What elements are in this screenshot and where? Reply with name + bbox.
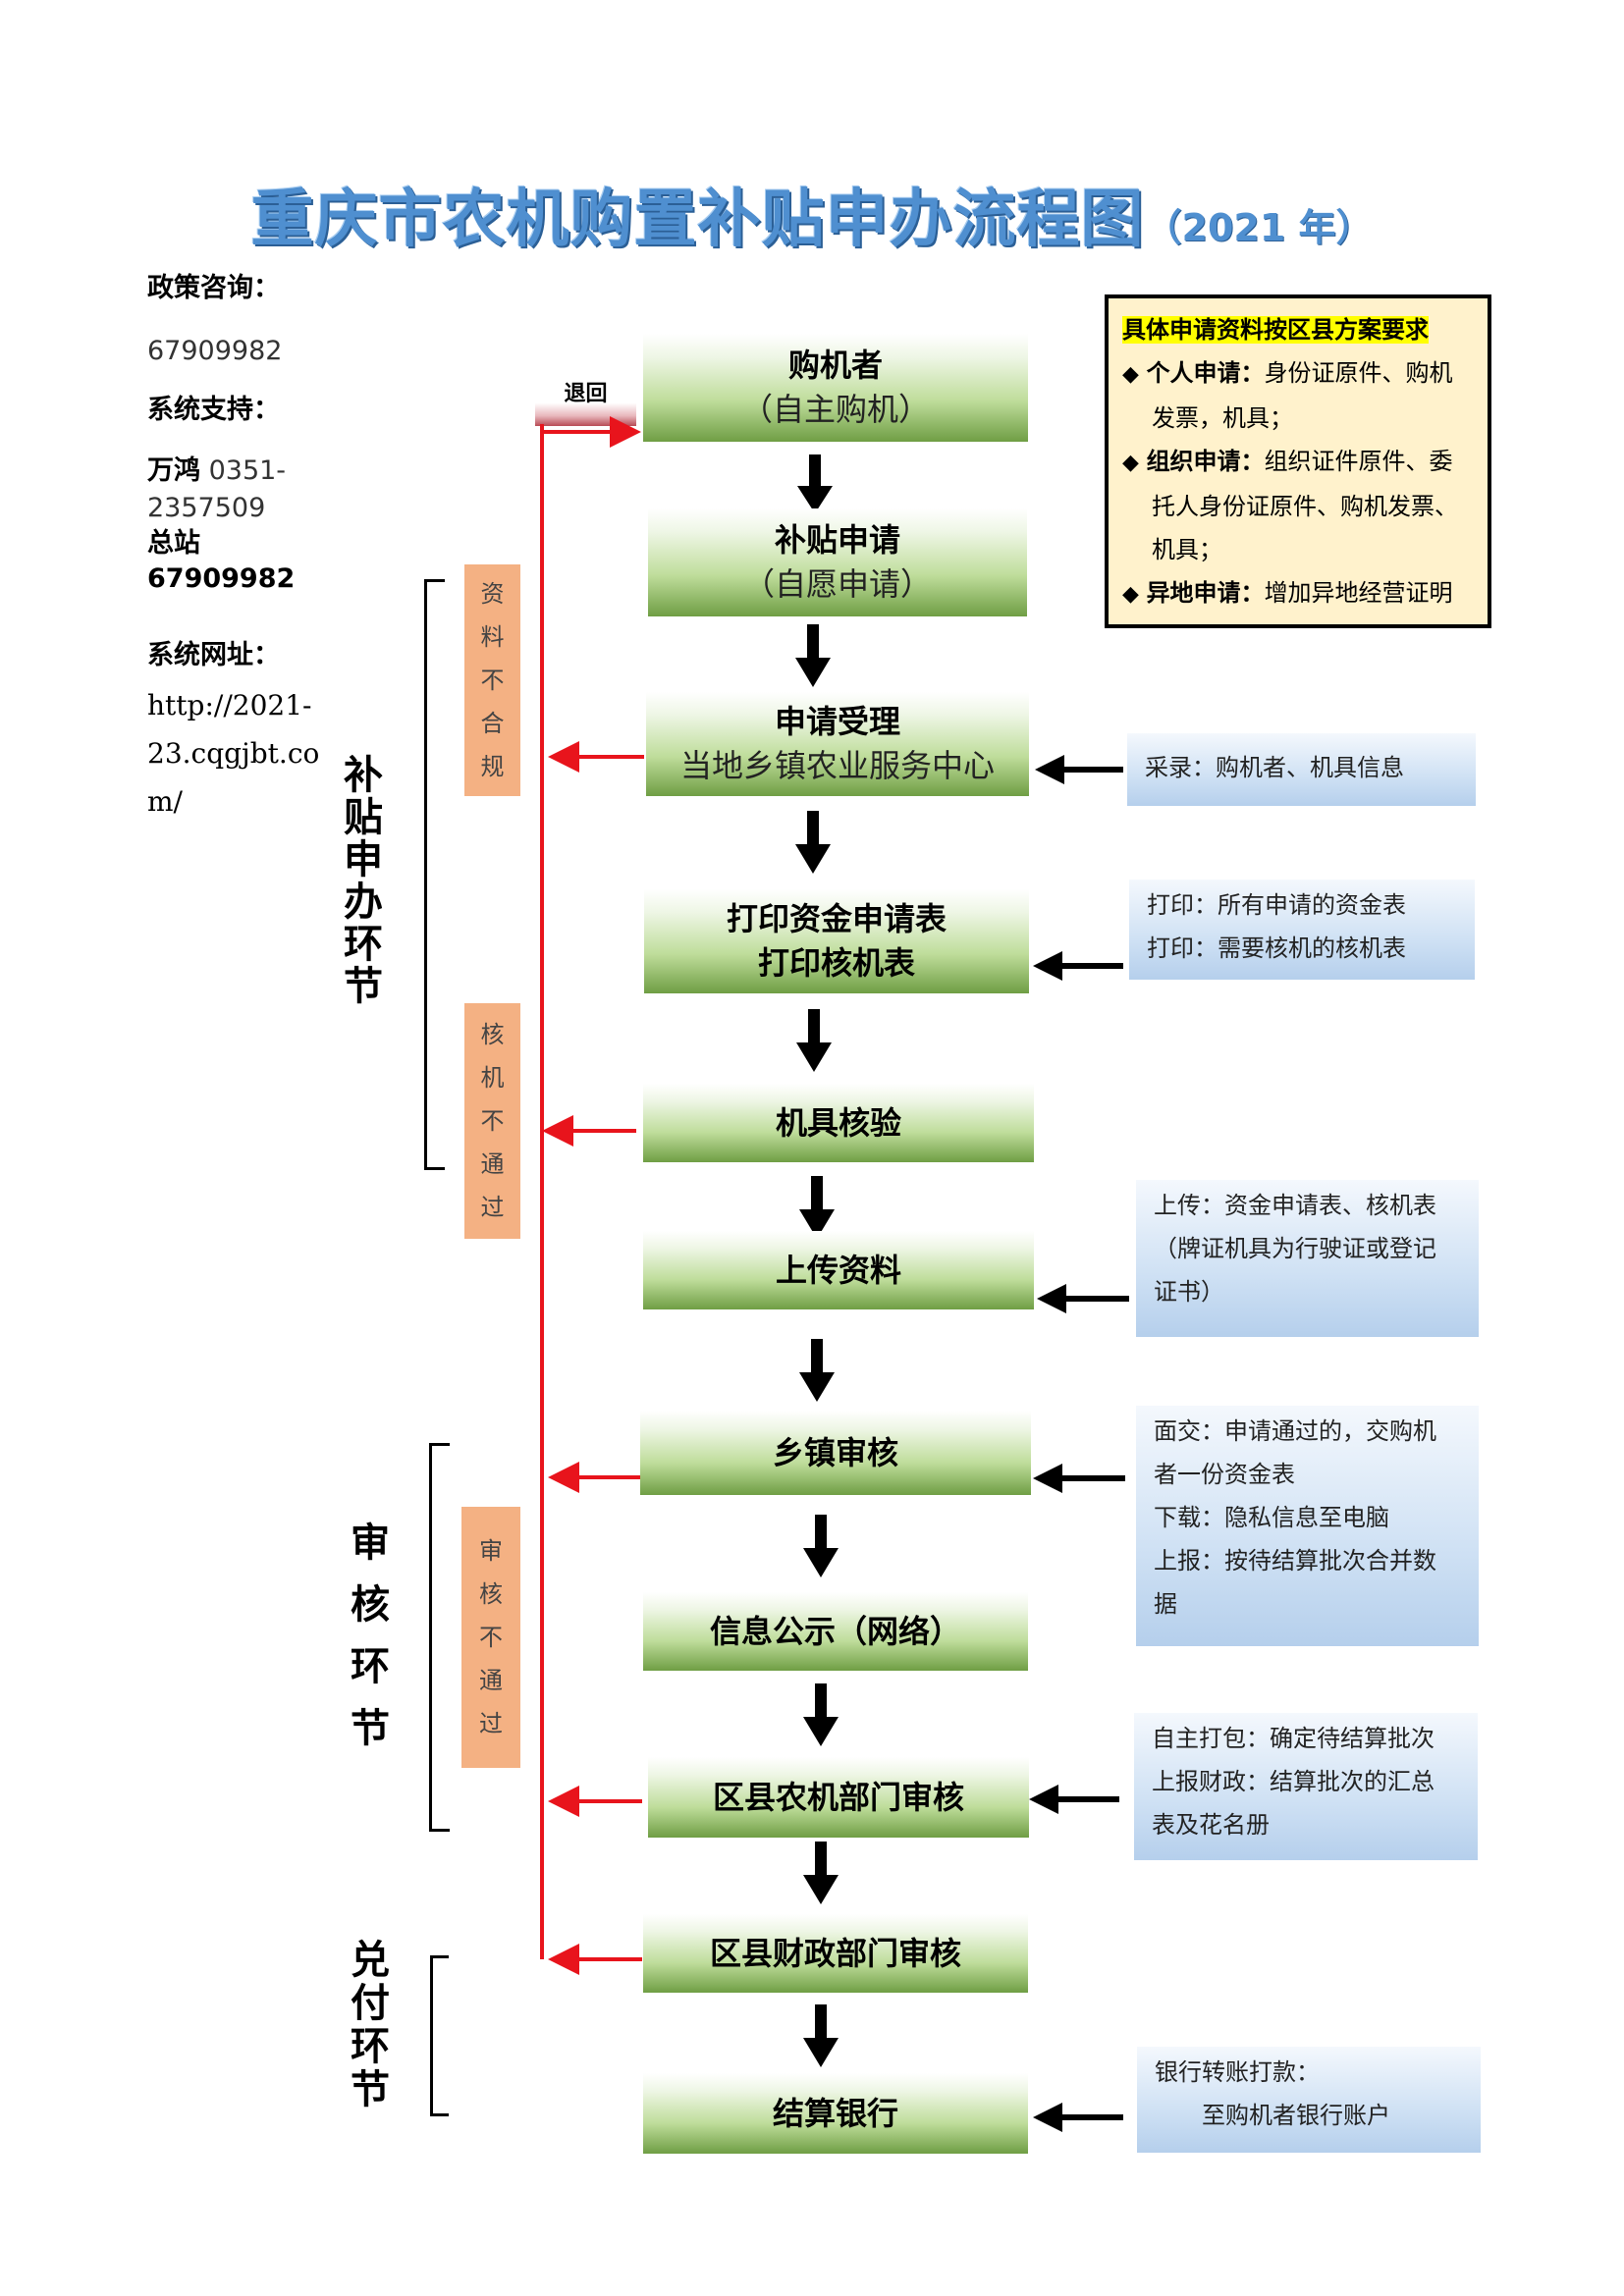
- step-application-acceptance: 申请受理当地乡镇农业服务中心: [646, 692, 1029, 796]
- page-title: 重庆市农机购置补贴申办流程图（2021 年）: [0, 169, 1624, 259]
- site-url-1[interactable]: http://2021-: [147, 689, 312, 721]
- down-arrow-2: [795, 624, 831, 687]
- down-arrow-10: [803, 2004, 839, 2067]
- note-bank: 银行转账打款： 至购机者银行账户: [1137, 2047, 1481, 2153]
- step-settlement-bank: 结算银行: [643, 2073, 1028, 2154]
- return-label: 退回: [535, 375, 636, 426]
- down-arrow-4: [796, 1009, 832, 1072]
- site-url-3[interactable]: m/: [147, 785, 183, 818]
- down-arrow-1: [797, 454, 833, 513]
- support-contact: 万鸿 0351-: [147, 455, 287, 486]
- requirements-box: 具体申请资料按区县方案要求 ◆ 个人申请：身份证原件、购机发票，机具； ◆ 组织…: [1105, 294, 1491, 628]
- reject-tag-materials: 资料不合规: [464, 564, 520, 796]
- requirements-heading: 具体申请资料按区县方案要求: [1122, 316, 1429, 344]
- hq-label: 总站: [147, 528, 200, 559]
- down-arrow-7: [803, 1515, 839, 1577]
- down-arrow-9: [803, 1842, 839, 1904]
- down-arrow-3: [795, 811, 831, 874]
- requirement-item-organization: ◆ 组织申请：组织证件原件、委托人身份证原件、购机发票、机具；: [1122, 448, 1458, 563]
- down-arrow-8: [803, 1683, 839, 1746]
- stage-bracket-application: [424, 579, 445, 1170]
- reject-tag-machine: 核机不通过: [464, 1003, 520, 1239]
- down-arrow-5: [799, 1176, 835, 1239]
- stage-bracket-payment: [430, 1955, 449, 2116]
- step-county-finance-review: 区县财政部门审核: [643, 1914, 1028, 1993]
- note-print: 打印：所有申请的资金表打印：需要核机的核机表: [1129, 880, 1475, 980]
- step-subsidy-application: 补贴申请（自愿申请）: [648, 508, 1027, 616]
- support-phone: 2357509: [147, 493, 266, 523]
- stage-label-review: 审核环节: [351, 1520, 390, 1751]
- step-upload-materials: 上传资料: [643, 1231, 1034, 1309]
- title-main: 重庆市农机购置补贴申办流程图: [250, 184, 1145, 256]
- stage-label-payment: 兑付环节: [351, 1937, 390, 2112]
- stage-bracket-review: [429, 1443, 450, 1832]
- step-print-forms: 打印资金申请表打印核机表: [644, 889, 1029, 993]
- requirement-item-remote: ◆ 异地申请：增加异地经营证明: [1122, 579, 1453, 607]
- down-arrows: [795, 454, 839, 2067]
- support-label: 系统支持：: [147, 395, 280, 425]
- reject-tag-review: 审核不通过: [461, 1507, 520, 1768]
- step-public-notice: 信息公示（网络）: [643, 1592, 1028, 1671]
- step-township-review: 乡镇审核: [640, 1411, 1031, 1495]
- note-county: 自主打包：确定待结算批次上报财政：结算批次的汇总表及花名册: [1134, 1713, 1478, 1860]
- note-data-entry: 采录：购机者、机具信息: [1127, 733, 1476, 806]
- requirement-item-personal: ◆ 个人申请：身份证原件、购机发票，机具；: [1122, 359, 1453, 432]
- note-upload: 上传：资金申请表、核机表（牌证机具为行驶证或登记证书）: [1136, 1180, 1479, 1337]
- hq-phone: 67909982: [147, 563, 296, 594]
- policy-label: 政策咨询：: [147, 273, 280, 303]
- note-township: 面交：申请通过的，交购机者一份资金表下载：隐私信息至电脑上报：按待结算批次合并数…: [1136, 1406, 1479, 1646]
- step-county-agri-review: 区县农机部门审核: [648, 1757, 1029, 1838]
- down-arrow-6: [799, 1339, 835, 1402]
- stage-label-application: 补贴申办环节: [344, 752, 383, 1009]
- title-year: （2021 年）: [1144, 206, 1374, 249]
- site-url-2[interactable]: 23.cqgjbt.co: [147, 737, 320, 770]
- policy-phone: 67909982: [147, 336, 283, 366]
- step-machine-verification: 机具核验: [643, 1084, 1034, 1162]
- site-label: 系统网址：: [147, 640, 280, 670]
- step-buyer: 购机者（自主购机）: [643, 334, 1028, 442]
